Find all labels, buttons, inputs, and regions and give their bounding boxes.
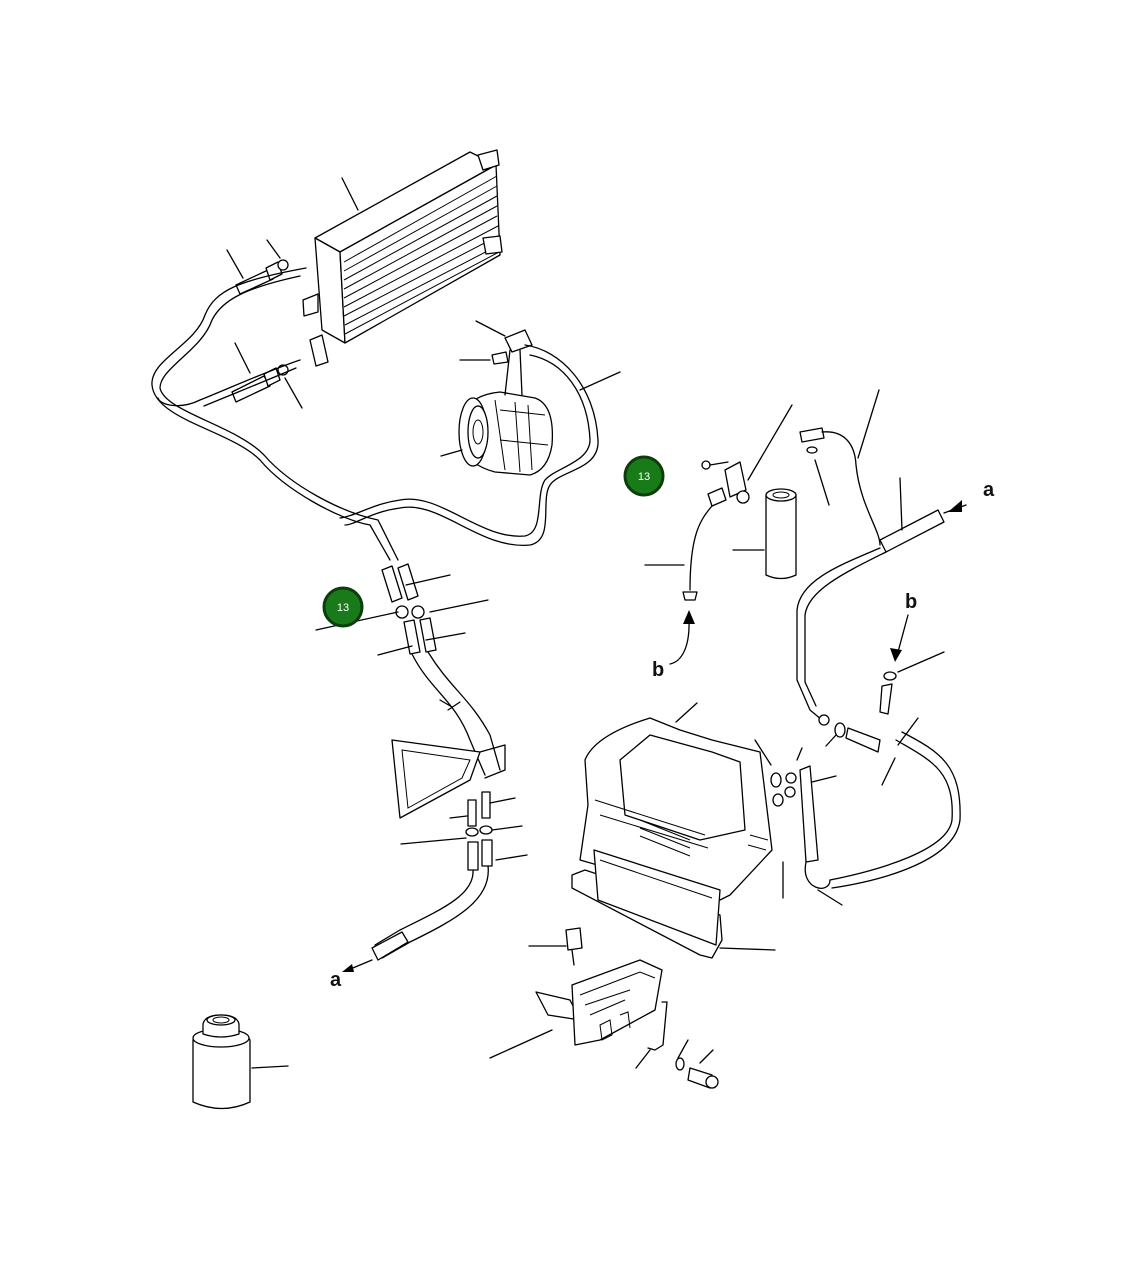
callout-13-lower-label: 13 (337, 602, 349, 614)
mounting-bracket-triangle (391, 739, 506, 819)
connection-arrow-b-top: b (879, 591, 945, 715)
hose-fittings-middle (315, 563, 501, 776)
connection-arrow-b-bottom: b (652, 610, 695, 681)
pressure-switch (644, 404, 793, 601)
connection-arrow-a-bottom: a (330, 959, 373, 991)
hose-condenser-to-evaporator (151, 267, 399, 561)
callout-13-lower[interactable]: 13 (322, 586, 364, 628)
connection-arrow-a-top: a (943, 479, 995, 514)
evaporator-unit (571, 702, 837, 959)
hose-right-loop (799, 717, 961, 906)
callout-13-upper-label: 13 (638, 471, 650, 483)
connection-letter-b-bottom: b (652, 659, 664, 681)
connection-letter-a-bottom: a (330, 969, 342, 991)
refrigerant-can (192, 1014, 289, 1110)
hose-dryer-to-evaporator (796, 389, 945, 753)
control-panel-assembly (489, 927, 719, 1089)
callout-13-upper[interactable]: 13 (623, 455, 665, 497)
hose-fittings-lower (371, 791, 528, 961)
condenser (302, 149, 503, 367)
hose-compressor-suction (339, 344, 621, 546)
condenser-bolt-lower (231, 342, 303, 409)
compressor (440, 320, 554, 476)
connection-letter-b-top: b (905, 591, 917, 613)
receiver-dryer (732, 488, 797, 580)
hose-compressor-discharge (157, 359, 301, 407)
connection-letter-a-top: a (983, 479, 995, 501)
